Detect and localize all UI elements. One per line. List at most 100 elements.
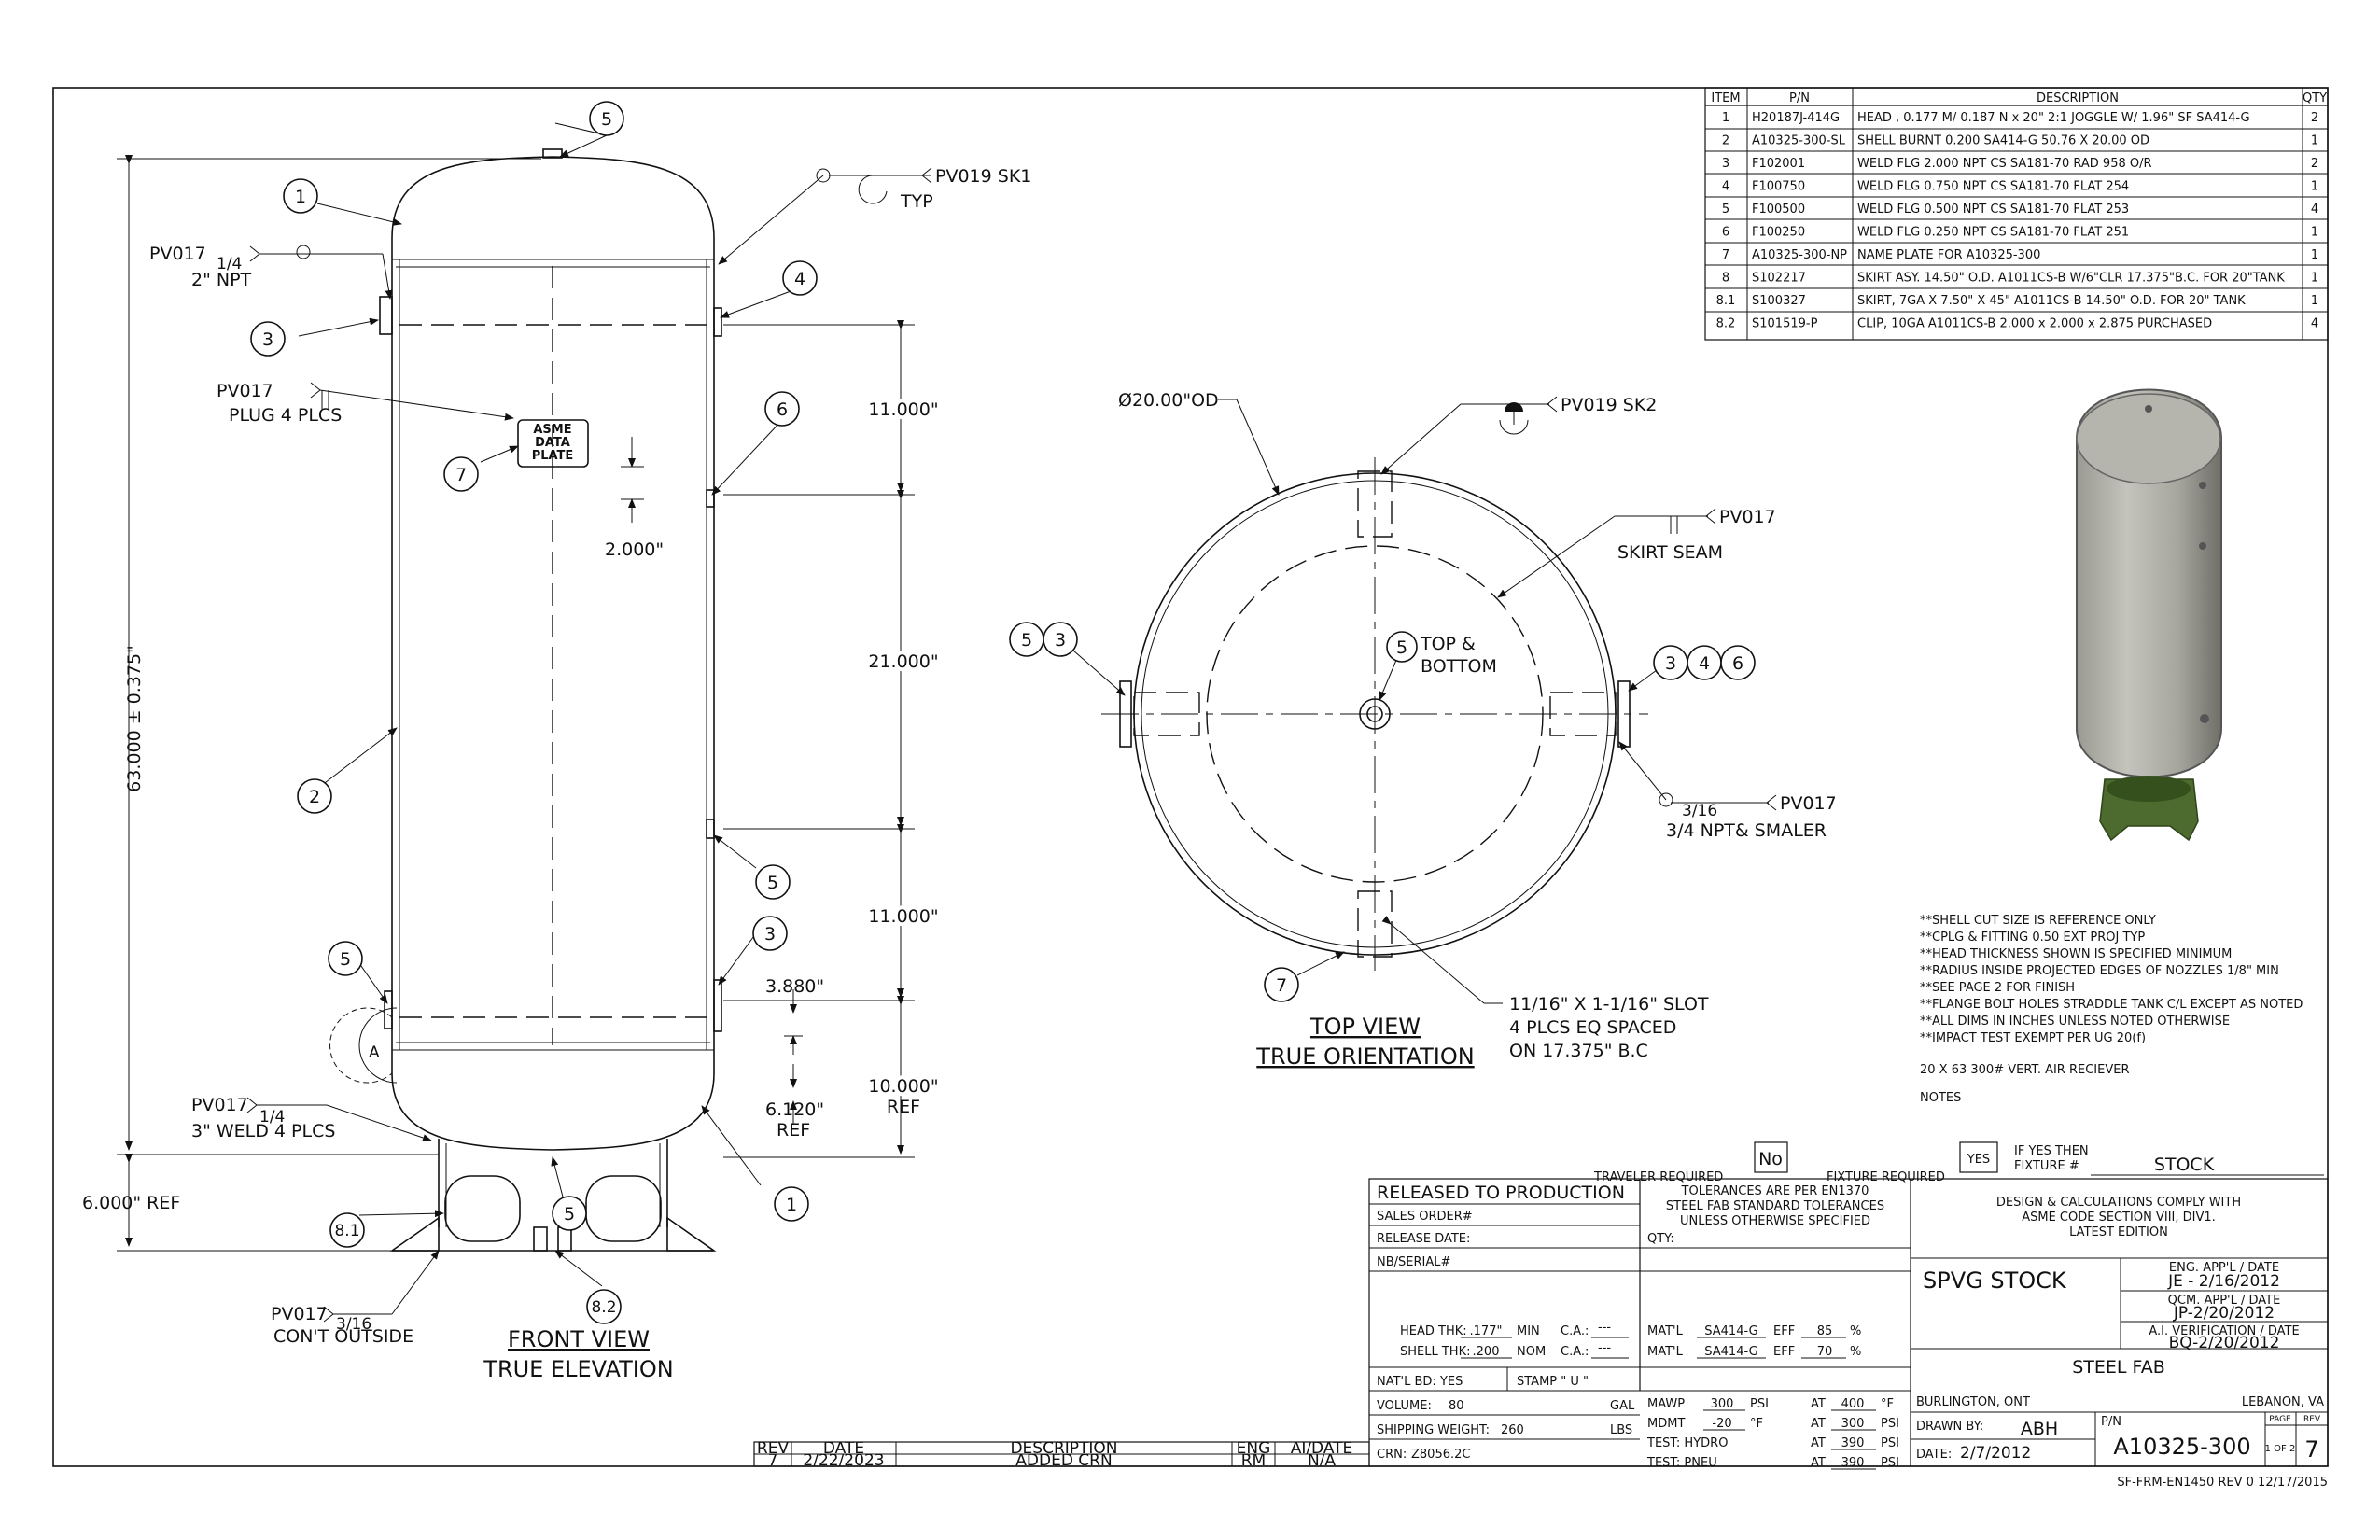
date-label: DATE: [1916, 1448, 1952, 1462]
bom-cell-desc: WELD FLG 0.500 NPT CS SA181-70 FLAT 253 [1857, 203, 2129, 217]
bom-cell-qty: 2 [2311, 157, 2318, 171]
revision-table: REV DATE DESCRIPTION ENG AI/DATE 7 2/22/… [753, 1439, 1370, 1470]
pv017-cont-label: PV017 [271, 1304, 328, 1324]
at-label-4: AT [1811, 1456, 1826, 1470]
front-view-title: FRONT VIEW [508, 1326, 650, 1352]
npt-size: 2" NPT [191, 270, 252, 290]
page-label: PAGE [2269, 1415, 2291, 1424]
cont-note: CON'T OUTSIDE [273, 1326, 413, 1347]
svg-text:5: 5 [564, 1204, 575, 1225]
title-block: RELEASED TO PRODUCTION SALES ORDER# RELE… [1368, 1178, 2329, 1470]
eff-pct-shell: % [1850, 1345, 1861, 1359]
svg-text:4: 4 [1699, 653, 1710, 674]
bom-cell-desc: SHELL BURNT 0.200 SA414-G 50.76 X 20.00 … [1857, 134, 2149, 148]
bom-cell-desc: SKIRT, 7GA X 7.50" X 45" A1011CS-B 14.50… [1857, 294, 2246, 308]
bom-cell-qty: 1 [2311, 294, 2318, 308]
head-thk-value: .177" [1470, 1324, 1503, 1338]
skirt-opening-left [444, 1175, 521, 1242]
note-line-3: **HEAD THICKNESS SHOWN IS SPECIFIED MINI… [1920, 947, 2232, 961]
qcm-approval-label: QCM. APP'L / DATE [2168, 1294, 2281, 1308]
test-pneu: TEST: PNEU [1646, 1456, 1717, 1470]
bom-cell-pn: A10325-300-NP [1752, 248, 1847, 262]
svg-text:11.000": 11.000" [868, 399, 938, 420]
tolerance-line3: UNLESS OTHERWISE SPECIFIED [1680, 1214, 1870, 1228]
svg-text:6: 6 [777, 399, 788, 420]
top-view: Ø20.00"OD PV019 SK2 PV017 SKIRT SEAM 5 T… [1009, 390, 1837, 1070]
form-number: SF-FRM-EN1450 REV 0 12/17/2015 [2117, 1476, 2328, 1490]
dim-10-ref: REF [887, 1097, 920, 1117]
bom-cell-item: 4 [1722, 180, 1729, 194]
mdmt-label: MDMT [1647, 1417, 1685, 1431]
pv017-right-label: PV017 [1780, 793, 1837, 814]
bom-cell-item: 8 [1722, 272, 1729, 286]
rev-row-ai-date: N/A [1308, 1451, 1336, 1470]
note-line-8: **IMPACT TEST EXEMPT PER UG 20(f) [1920, 1031, 2146, 1045]
skirt-seam-label: SKIRT SEAM [1617, 542, 1723, 563]
plug-note: PLUG 4 PLCS [229, 405, 342, 426]
nameplate-line3: PLATE [532, 449, 574, 463]
asme-nameplate [517, 419, 589, 468]
stamp: STAMP " U " [1517, 1375, 1589, 1389]
released-to-production: RELEASED TO PRODUCTION [1377, 1183, 1625, 1203]
svg-text:8.2: 8.2 [591, 1298, 616, 1317]
slot-note-line1: 11/16" X 1-1/16" SLOT [1509, 994, 1709, 1015]
at-label-2: AT [1811, 1417, 1826, 1431]
sales-order-label: SALES ORDER# [1377, 1210, 1473, 1224]
release-date-label: RELEASE DATE: [1377, 1232, 1470, 1246]
top-view-title: TOP VIEW [1309, 1014, 1421, 1040]
bom-cell-item: 6 [1722, 226, 1729, 240]
shipping-weight-label: SHIPPING WEIGHT: [1377, 1423, 1490, 1437]
pv019-sk2-label: PV019 SK2 [1561, 395, 1657, 415]
dim-2: 2.000" [605, 539, 664, 560]
svg-text:2: 2 [309, 787, 320, 807]
dim-skirt-height: 6.000" REF [82, 1193, 180, 1213]
bom-cell-qty: 4 [2311, 203, 2318, 217]
ai-verification-value: BQ-2/20/2012 [2169, 1334, 2280, 1352]
if-yes-line1: IF YES THEN [2014, 1144, 2089, 1158]
top-head [391, 156, 715, 259]
svg-text:11.000": 11.000" [868, 906, 938, 927]
bom-cell-desc: HEAD , 0.177 M/ 0.187 N x 20" 2:1 JOGGLE… [1857, 111, 2250, 125]
comply-line1: DESIGN & CALCULATIONS COMPLY WITH [1996, 1196, 2241, 1210]
svg-text:7: 7 [1276, 975, 1287, 996]
head-thk-label: HEAD THK: [1400, 1324, 1467, 1338]
bom-rows: 1 H20187J-414G HEAD , 0.177 M/ 0.187 N x 2… [1716, 111, 2318, 331]
front-view-subtitle: TRUE ELEVATION [483, 1356, 673, 1382]
bom-cell-qty: 1 [2311, 226, 2318, 240]
bom-cell-pn: F100750 [1752, 180, 1805, 194]
top-view-subtitle: TRUE ORIENTATION [1255, 1043, 1474, 1070]
test-hydro: TEST: HYDRO [1646, 1436, 1728, 1450]
pv017-right-note: 3/4 NPT& SMALER [1666, 820, 1827, 841]
bom-cell-pn: H20187J-414G [1752, 111, 1840, 125]
crn-value: Z8056.2C [1411, 1448, 1470, 1462]
at-value-1: 400 [1841, 1397, 1865, 1411]
bom-cell-pn: S100327 [1752, 294, 1806, 308]
ca-label-head: C.A.: [1561, 1324, 1589, 1338]
at-unit-4: PSI [1881, 1456, 1899, 1470]
dim-11-lower: 11.000" [868, 906, 938, 927]
pv017-plug-label: PV017 [217, 381, 273, 401]
if-yes-line2: FIXTURE # [2014, 1159, 2079, 1173]
callout-balloons: 5 1 4 3 6 7 2 5 3 5 1 8.1 5 8.2 [250, 101, 818, 1324]
svg-text:5: 5 [767, 873, 778, 893]
eng-approval-value: JE - 2/16/2012 [2167, 1272, 2280, 1291]
rev-value: 7 [2304, 1436, 2318, 1463]
at-label-3: AT [1811, 1436, 1826, 1450]
bom-cell-desc: WELD FLG 0.250 NPT CS SA181-70 FLAT 251 [1857, 226, 2129, 240]
crn-label: CRN: [1377, 1448, 1407, 1462]
company-name: STEEL FAB [2072, 1357, 2165, 1378]
svg-text:5: 5 [340, 949, 351, 970]
note-description: 20 X 63 300# VERT. AIR RECIEVER [1920, 1063, 2130, 1077]
at-value-3: 390 [1841, 1436, 1865, 1450]
bom-header-item: ITEM [1711, 91, 1740, 105]
note-line-5: **SEE PAGE 2 FOR FINISH [1920, 981, 2075, 995]
volume-label: VOLUME: [1377, 1399, 1432, 1413]
bom-cell-desc: CLIP, 10GA A1011CS-B 2.000 x 2.000 x 2.8… [1857, 317, 2212, 331]
matl-label-shell: MAT'L [1647, 1345, 1684, 1359]
od-label: Ø20.00"OD [1118, 390, 1219, 411]
dim-6120-ref: REF [777, 1120, 810, 1141]
fixture-required-label: FIXTURE REQUIRED [1827, 1170, 1945, 1184]
shell-thk-value: .200 [1473, 1345, 1500, 1359]
bom-cell-pn: F100500 [1752, 203, 1805, 217]
